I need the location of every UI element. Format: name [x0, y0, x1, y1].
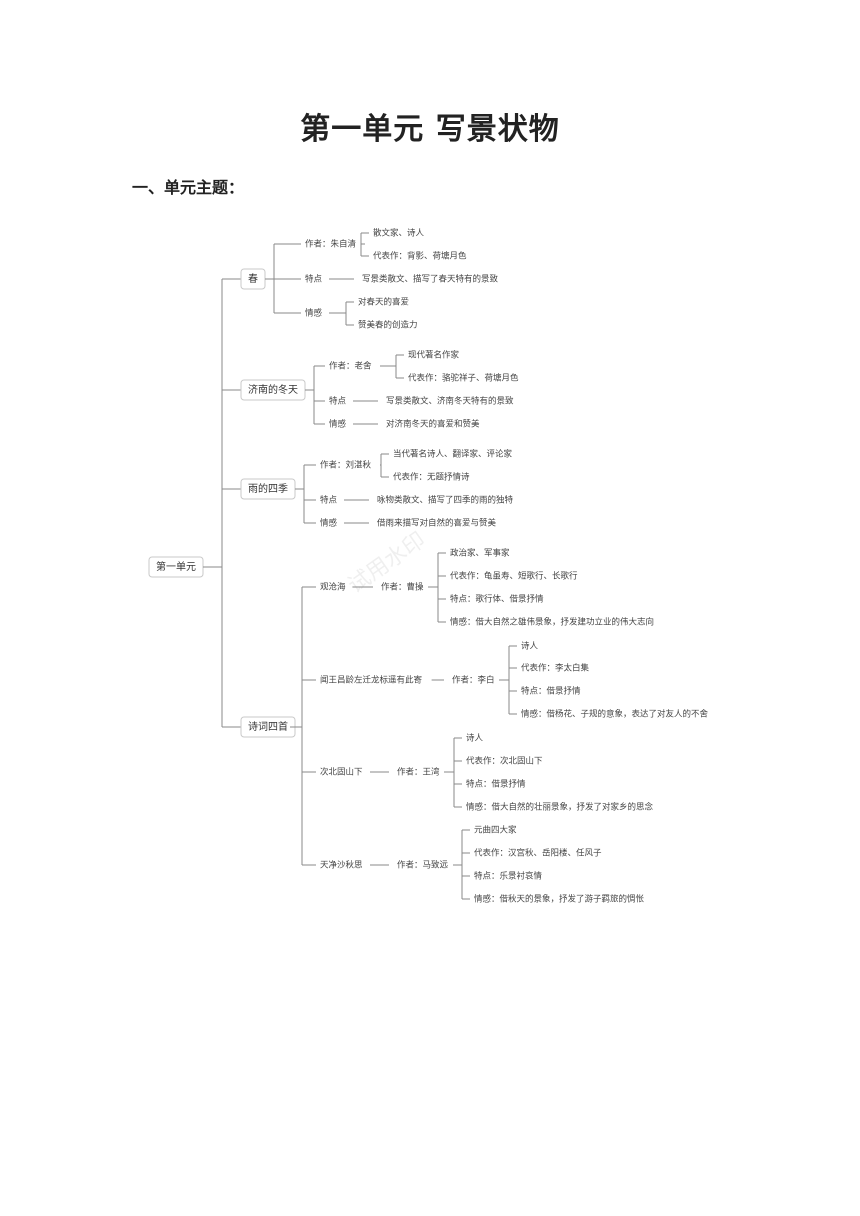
leaf-label: 写景类散文、济南冬天特有的景致 [386, 396, 514, 407]
leaf-label: 特点：借景抒情 [466, 779, 526, 790]
leaf-label: 诗人 [521, 641, 539, 652]
child-label: 情感 [305, 308, 323, 319]
leaf-label: 代表作：李太白集 [521, 663, 590, 674]
leaf-label: 代表作：龟虽寿、短歌行、长歌行 [450, 571, 578, 582]
child-label: 作者：朱自清 [305, 239, 357, 250]
leaf-label: 特点：乐景衬哀情 [474, 871, 543, 882]
leaf-label: 对春天的喜爱 [358, 297, 409, 308]
leaf-label: 代表作：背影、荷塘月色 [373, 251, 467, 262]
leaf-label: 咏物类散文、描写了四季的雨的独特 [377, 495, 514, 506]
poem-author: 作者：曹操 [381, 582, 424, 593]
child-label: 特点 [329, 396, 347, 407]
child-label: 作者：老舍 [329, 361, 372, 372]
leaf-label: 赞美春的创造力 [358, 320, 418, 331]
leaf-label: 特点：歌行体、借景抒情 [450, 594, 544, 605]
poem-author: 作者：王湾 [397, 767, 440, 778]
poem-title: 次北固山下 [320, 767, 363, 778]
branch-node-0: 春 [240, 268, 266, 290]
page-title: 第一单元 写景状物 [300, 112, 560, 147]
leaf-label: 政治家、军事家 [450, 548, 510, 559]
branch-node-1: 济南的冬天 [240, 379, 306, 401]
section-heading: 一、单元主题： [132, 178, 245, 197]
leaf-label: 情感：借大自然的壮丽景象，抒发了对家乡的思念 [466, 802, 654, 813]
branch-node-0-label: 春 [248, 273, 258, 285]
root-node: 第一单元 [148, 556, 204, 578]
poem-title: 观沧海 [320, 582, 346, 593]
child-label: 特点 [320, 495, 338, 506]
leaf-label: 对济南冬天的喜爱和赞美 [386, 419, 480, 430]
root-node-label: 第一单元 [156, 560, 196, 573]
leaf-label: 诗人 [466, 733, 484, 744]
leaf-label: 代表作：汉宫秋、岳阳楼、任风子 [474, 848, 602, 859]
child-label: 情感 [320, 518, 338, 529]
poem-author: 作者：马致远 [397, 860, 449, 871]
leaf-label: 情感：借杨花、子规的意象，表达了对友人的不舍 [521, 709, 709, 720]
leaf-label: 代表作：无题抒情诗 [393, 472, 470, 483]
child-label: 作者：刘湛秋 [320, 460, 372, 471]
leaf-label: 元曲四大家 [474, 825, 517, 836]
child-label: 情感 [329, 419, 347, 430]
leaf-label: 现代著名作家 [408, 350, 460, 361]
leaf-label: 散文家、诗人 [373, 228, 425, 239]
leaf-label: 情感：借大自然之雄伟景象，抒发建功立业的伟大志向 [450, 617, 654, 628]
leaf-label: 借雨来描写对自然的喜爱与赞美 [377, 518, 497, 529]
leaf-label: 代表作：次北固山下 [466, 756, 543, 767]
poem-author: 作者：李白 [452, 675, 495, 686]
leaf-label: 写景类散文、描写了春天特有的景致 [362, 274, 499, 285]
child-label: 特点 [305, 274, 323, 285]
branch-node-2-label: 雨的四季 [248, 482, 288, 495]
leaf-label: 特点：借景抒情 [521, 686, 581, 697]
leaf-label: 当代著名诗人、翻译家、评论家 [393, 449, 513, 460]
branch-node-2: 雨的四季 [240, 478, 296, 500]
branch-node-3-label: 诗词四首 [248, 720, 288, 733]
leaf-label: 代表作：骆驼祥子、荷塘月色 [408, 373, 519, 384]
branch-node-3: 诗词四首 [240, 716, 296, 738]
poem-title: 闻王昌龄左迁龙标遥有此寄 [320, 675, 423, 686]
leaf-label: 情感：借秋天的景象，抒发了游子羁旅的惆怅 [474, 894, 645, 905]
poem-title: 天净沙秋思 [320, 860, 363, 871]
branch-node-1-label: 济南的冬天 [248, 383, 298, 396]
